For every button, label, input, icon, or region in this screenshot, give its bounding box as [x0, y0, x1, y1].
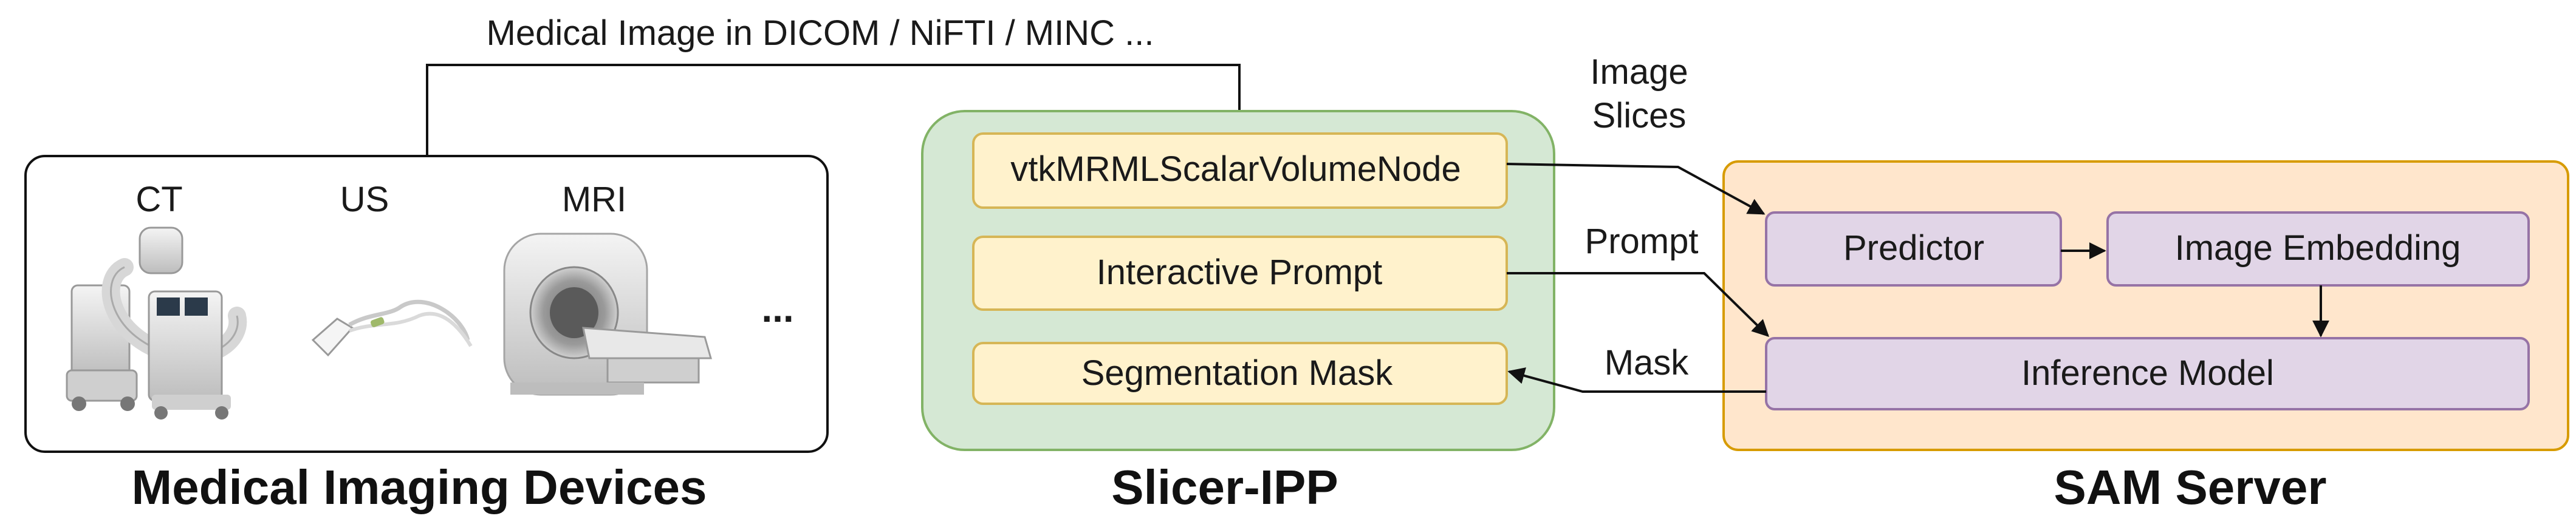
node-image-embedding: Image Embedding — [2106, 211, 2530, 287]
mri-scanner-icon — [503, 233, 712, 396]
node-inference-model: Inference Model — [1765, 337, 2530, 410]
connector-label-mask: Mask — [1605, 343, 1690, 382]
box-interactive-prompt: Interactive Prompt — [972, 236, 1508, 311]
box-segmentation-mask-label: Segmentation Mask — [1081, 353, 1394, 393]
connector-label-image: Image — [1590, 52, 1688, 92]
device-label-ct: CT — [135, 180, 182, 219]
node-image-embedding-label: Image Embedding — [2175, 228, 2461, 268]
top-connector-line — [426, 64, 1248, 155]
box-interactive-prompt-label: Interactive Prompt — [1097, 253, 1383, 292]
arrow-inference-to-mask — [1507, 367, 1766, 393]
c-arm-ct-scanner-icon — [66, 226, 247, 420]
node-predictor: Predictor — [1765, 211, 2062, 287]
arrow-volume-to-predictor — [1506, 163, 1766, 215]
ultrasound-probe-icon — [311, 299, 473, 357]
slicer-panel-title: Slicer-IPP — [1111, 460, 1338, 514]
devices-panel-title: Medical Imaging Devices — [131, 460, 707, 514]
arrow-prompt-to-inference — [1507, 272, 1769, 337]
box-volume-node-label: vtkMRMLScalarVolumeNode — [1010, 149, 1461, 189]
sam-panel-title: SAM Server — [2054, 460, 2326, 514]
more-devices-ellipsis: ... — [761, 287, 793, 330]
device-label-us: US — [340, 180, 389, 219]
box-segmentation-mask: Segmentation Mask — [972, 342, 1508, 405]
node-predictor-label: Predictor — [1843, 228, 1984, 268]
device-label-mri: MRI — [562, 180, 626, 219]
connector-label-prompt: Prompt — [1585, 222, 1699, 261]
box-volume-node: vtkMRMLScalarVolumeNode — [972, 132, 1508, 209]
connector-label-slices: Slices — [1592, 96, 1687, 135]
top-connector-label: Medical Image in DICOM / NiFTI / MINC ..… — [487, 13, 1154, 53]
node-inference-model-label: Inference Model — [2021, 353, 2274, 393]
